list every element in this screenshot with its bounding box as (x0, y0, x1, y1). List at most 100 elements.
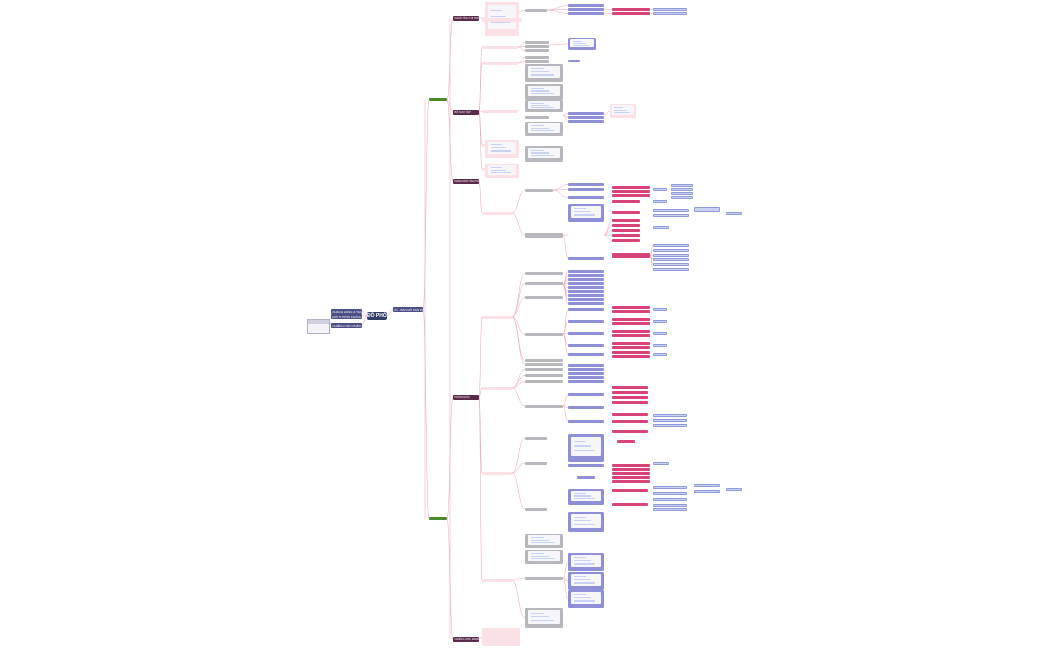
leaf-node[interactable] (612, 253, 650, 258)
leaf-node[interactable] (568, 332, 604, 335)
leaf-node[interactable] (568, 196, 604, 199)
leaf-node[interactable] (612, 355, 650, 358)
leaf-node[interactable] (612, 401, 648, 404)
leaf-node[interactable] (525, 380, 563, 383)
leaf-node[interactable] (612, 330, 650, 333)
topic-node[interactable] (482, 18, 522, 22)
leaf-node[interactable] (568, 368, 604, 371)
branch-collection[interactable]: BỘ SƯU TẬP (453, 110, 479, 115)
leaf-node[interactable] (568, 302, 604, 305)
leaf-node[interactable] (568, 376, 604, 379)
leaf-node[interactable] (525, 45, 549, 48)
leaf-node[interactable] (525, 272, 563, 275)
leaf-node[interactable] (653, 419, 687, 423)
leaf-node[interactable] (568, 286, 604, 289)
leaf-node[interactable] (617, 440, 635, 443)
leaf-node[interactable] (612, 190, 650, 193)
leaf-node[interactable] (525, 508, 547, 511)
branch-segments[interactable]: PHÂN KHÚC (453, 395, 479, 400)
leaf-node[interactable] (653, 424, 687, 428)
left-branch-customers[interactable]: ĐỐI TƯỢNG KHÁCH HÀNG (331, 314, 362, 320)
leaf-node[interactable] (612, 503, 648, 506)
leaf-node[interactable] (568, 4, 604, 7)
leaf-node[interactable] (568, 393, 604, 396)
branch-marketing[interactable]: CHIẾN LƯỢC MARKETING (453, 637, 479, 642)
leaf-node[interactable] (568, 257, 604, 260)
leaf-node[interactable] (612, 306, 650, 309)
leaf-node[interactable] (568, 406, 604, 409)
leaf-node[interactable] (653, 200, 667, 204)
left-branch-brand[interactable]: KHÁCH HÀNG & THƯƠNG HIỆU (331, 309, 362, 315)
leaf-node[interactable] (525, 437, 547, 440)
leaf-node[interactable] (568, 282, 604, 285)
section-anchor-bottom[interactable] (429, 517, 447, 521)
leaf-node[interactable] (612, 310, 650, 313)
leaf-node[interactable] (568, 274, 604, 277)
topic-node[interactable] (482, 316, 512, 319)
leaf-node[interactable] (525, 333, 563, 336)
leaf-node[interactable] (525, 189, 553, 192)
leaf-node[interactable] (525, 41, 549, 44)
leaf-node[interactable] (671, 184, 693, 188)
leaf-node[interactable] (726, 212, 742, 216)
leaf-node[interactable] (525, 368, 563, 371)
leaf-node[interactable] (671, 192, 693, 196)
leaf-node[interactable] (568, 420, 604, 423)
leaf-node[interactable] (568, 116, 604, 119)
leaf-node[interactable] (612, 480, 650, 483)
branch-product-catalog[interactable]: DANH MỤC SẢN PHẨM (453, 179, 479, 184)
leaf-node[interactable] (653, 353, 667, 357)
leaf-node[interactable] (612, 200, 640, 203)
leaf-node[interactable] (653, 320, 667, 324)
topic-node[interactable] (482, 628, 520, 646)
leaf-node[interactable] (653, 308, 667, 312)
topic-node[interactable] (482, 212, 512, 215)
leaf-node[interactable] (525, 577, 563, 580)
leaf-node[interactable] (525, 282, 563, 285)
leaf-node[interactable] (653, 254, 689, 258)
leaf-node[interactable] (653, 226, 669, 230)
leaf-node[interactable] (653, 209, 689, 213)
leaf-node[interactable] (612, 322, 650, 325)
leaf-node[interactable] (612, 351, 650, 354)
leaf-node[interactable] (612, 239, 640, 242)
topic-node[interactable] (482, 387, 512, 390)
leaf-node[interactable] (612, 391, 648, 394)
leaf-node[interactable] (525, 296, 563, 299)
leaf-node[interactable] (612, 229, 640, 232)
leaf-node[interactable] (612, 334, 650, 337)
leaf-node[interactable] (568, 372, 604, 375)
leaf-node[interactable] (568, 183, 604, 186)
topic-node[interactable] (482, 579, 512, 582)
topic-node[interactable] (482, 62, 518, 65)
leaf-node[interactable] (525, 363, 563, 366)
leaf-node[interactable] (653, 263, 689, 267)
leaf-node[interactable] (525, 359, 563, 362)
leaf-node[interactable] (653, 486, 687, 490)
leaf-node[interactable] (653, 214, 689, 218)
leaf-node[interactable] (525, 60, 549, 63)
leaf-node[interactable] (653, 492, 687, 496)
leaf-node[interactable] (612, 8, 650, 11)
leaf-node[interactable] (653, 249, 689, 253)
leaf-node[interactable] (577, 476, 595, 479)
leaf-node[interactable] (612, 211, 640, 214)
leaf-node[interactable] (568, 290, 604, 293)
right-root-node[interactable]: 01 · BẢN ĐỒ SẢN PHẨM (393, 307, 423, 313)
leaf-node[interactable] (612, 194, 650, 197)
branch-market-analysis[interactable]: PHÂN TÍCH THỊ TRƯỜNG (453, 16, 479, 21)
leaf-node[interactable] (612, 219, 640, 222)
leaf-node[interactable] (568, 112, 604, 115)
leaf-node[interactable] (653, 462, 669, 466)
leaf-node[interactable] (612, 420, 648, 423)
leaf-node[interactable] (525, 56, 549, 59)
leaf-node[interactable] (612, 318, 650, 321)
leaf-node[interactable] (568, 294, 604, 297)
leaf-node[interactable] (568, 308, 604, 311)
leaf-node[interactable] (612, 396, 648, 399)
leaf-node[interactable] (525, 405, 563, 408)
leaf-node[interactable] (612, 413, 648, 416)
leaf-node[interactable] (612, 476, 650, 479)
leaf-node[interactable] (612, 342, 650, 345)
leaf-node[interactable] (653, 332, 667, 336)
